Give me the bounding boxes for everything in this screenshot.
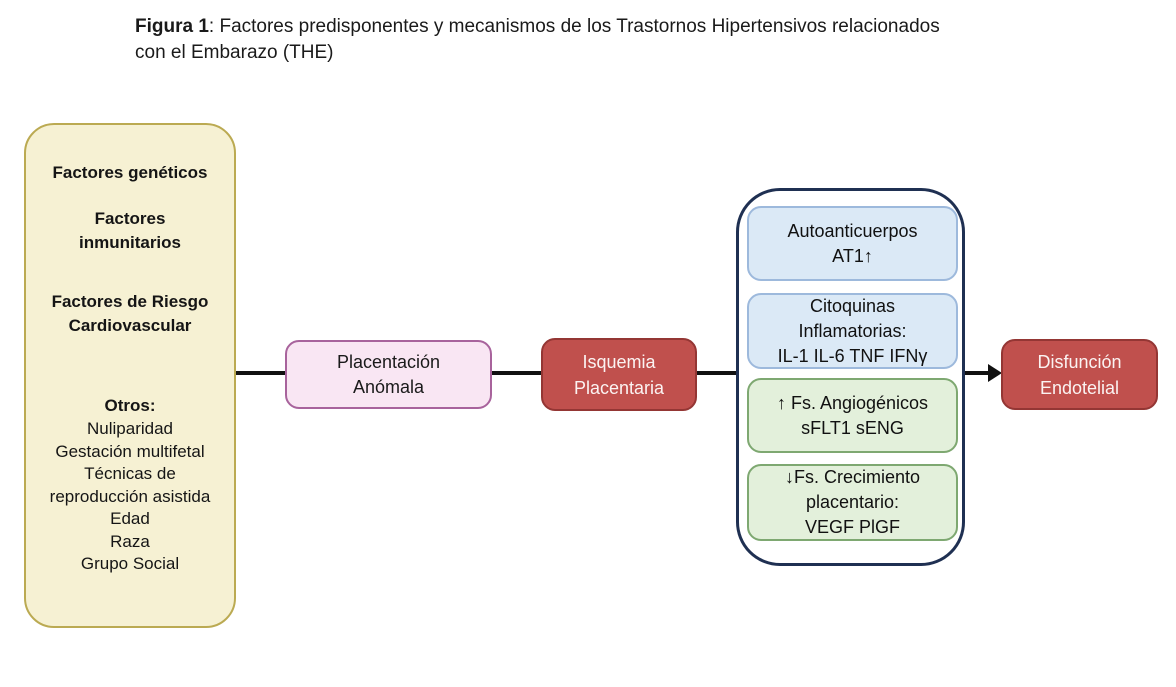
list-item-tecnicas-reproduccion: Técnicas de reproducción asistida	[49, 464, 211, 506]
figure-caption-number: Figura 1	[135, 16, 209, 37]
predisposing-factors-box: Factores genéticos Factores inmunitarios…	[24, 123, 236, 628]
growth-factors-label: ↓Fs. Crecimiento placentario: VEGF PlGF	[784, 467, 921, 537]
disfuncion-endotelial-box: Disfunción Endotelial	[1001, 339, 1158, 410]
connector-placentation-to-ischemia	[491, 371, 542, 375]
disfuncion-endotelial-label: Disfunción Endotelial	[1037, 351, 1122, 398]
immune-factors-label: Factores inmunitarios	[78, 209, 181, 252]
list-item-edad: Edad	[110, 509, 150, 528]
arrow-right-icon	[988, 364, 1002, 382]
list-item-raza: Raza	[110, 531, 150, 551]
figure-caption: Figura 1: Factores predisponentes y meca…	[135, 14, 1145, 66]
connector-mediators-to-dysfunction	[963, 371, 989, 375]
list-item-gestacion-multifetal: Gestación multifetal	[55, 441, 205, 461]
figure-caption-text: : Factores predisponentes y mecanismos d…	[135, 16, 940, 63]
angiogenic-factors-label: ↑ Fs. Angiogénicos sFLT1 sENG	[776, 392, 929, 438]
cytokines-box: Citoquinas Inflamatorias: IL-1 IL-6 TNF …	[747, 293, 958, 369]
placentation-anomala-label: Placentación Anómala	[336, 351, 441, 397]
cytokines-label: Citoquinas Inflamatorias: IL-1 IL-6 TNF …	[777, 295, 928, 366]
autoantibodies-box: Autoanticuerpos AT1↑	[747, 206, 958, 281]
connector-ischemia-to-mediators	[696, 371, 737, 375]
genetic-factors-label: Factores genéticos	[52, 163, 208, 182]
angiogenic-factors-box: ↑ Fs. Angiogénicos sFLT1 sENG	[747, 378, 958, 453]
connector-factors-to-placentation	[236, 371, 286, 375]
list-item-nuliparidad: Nuliparidad	[87, 419, 173, 438]
mediators-container: Autoanticuerpos AT1↑ Citoquinas Inflamat…	[736, 188, 965, 566]
autoantibodies-label: Autoanticuerpos AT1↑	[787, 220, 918, 266]
others-heading: Otros:	[104, 396, 156, 415]
cardiovascular-risk-label: Factores de Riesgo Cardiovascular	[51, 292, 209, 335]
isquemia-placentaria-box: Isquemia Placentaria	[541, 338, 697, 411]
list-item-grupo-social: Grupo Social	[80, 554, 180, 573]
growth-factors-box: ↓Fs. Crecimiento placentario: VEGF PlGF	[747, 464, 958, 541]
isquemia-placentaria-label: Isquemia Placentaria	[573, 351, 665, 398]
placentation-anomala-box: Placentación Anómala	[285, 340, 492, 409]
